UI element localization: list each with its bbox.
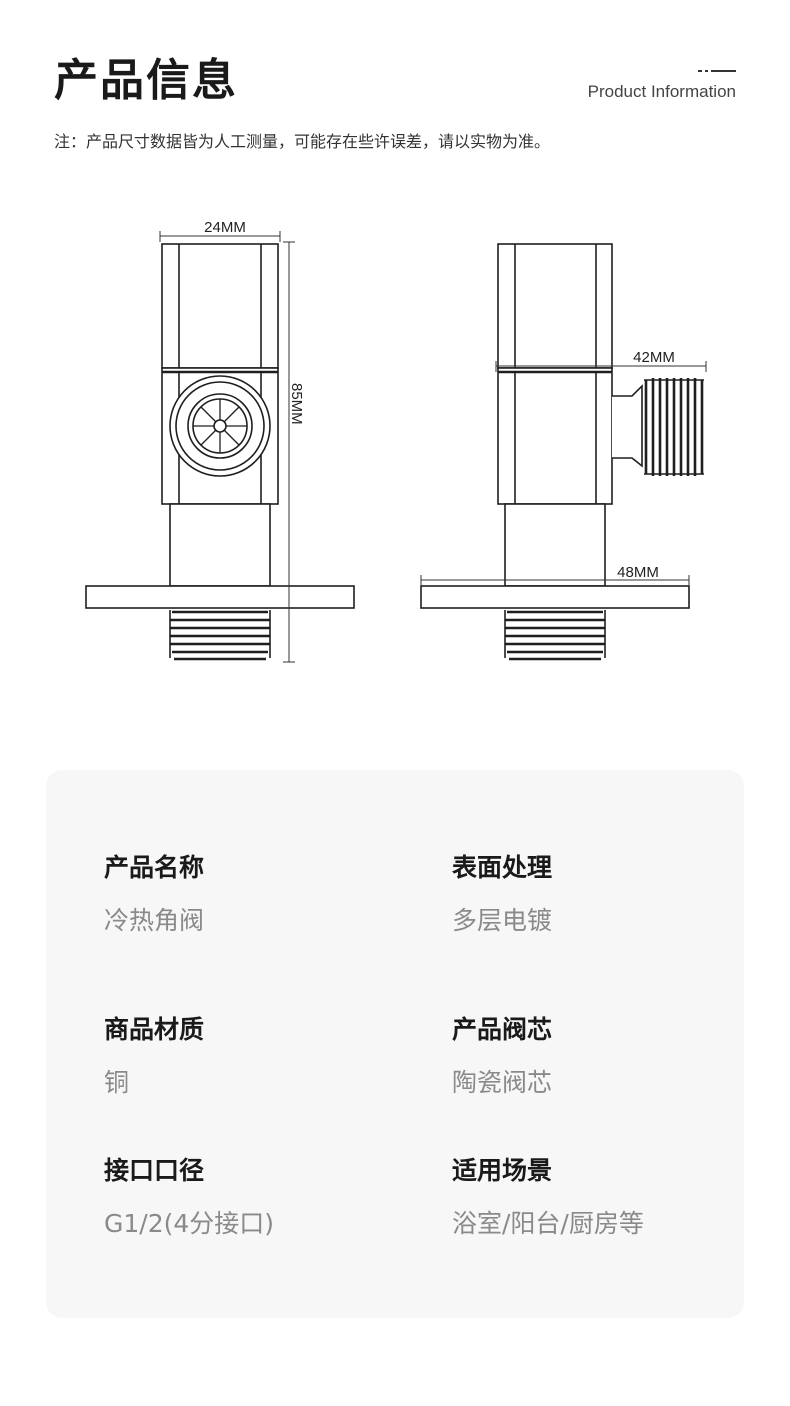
spec-surface-treatment: 表面处理 多层电镀: [452, 848, 552, 937]
side-view-valve: [420, 243, 704, 661]
spec-card: [46, 770, 744, 1318]
spec-label: 适用场景: [452, 1156, 553, 1185]
spec-value: 多层电镀: [452, 906, 553, 935]
spec-label: 表面处理: [452, 853, 553, 882]
title-decoration: [698, 70, 736, 72]
dim-outlet-length: 42MM: [633, 349, 675, 366]
spec-label: 产品阀芯: [452, 1015, 553, 1044]
technical-drawing: 24MM 85MM 42MM 48MM: [85, 219, 707, 663]
spec-value: 浴室/阳台/厨房等: [452, 1209, 644, 1238]
spec-value: 铜: [104, 1068, 130, 1097]
spec-product-name: 产品名称 冷热角阀: [104, 848, 204, 937]
spec-material: 商品材质 铜: [104, 1010, 204, 1099]
page-subtitle-en: Product Information: [587, 82, 736, 101]
spec-valve-core: 产品阀芯 陶瓷阀芯: [452, 1010, 552, 1099]
spec-value: 冷热角阀: [104, 906, 205, 935]
dim-flange-width: 48MM: [617, 564, 659, 581]
spec-value: G1/2(4分接口): [104, 1209, 275, 1238]
spec-interface-size: 接口口径 G1/2(4分接口): [104, 1151, 274, 1240]
front-view-valve: [85, 243, 355, 661]
spec-label: 接口口径: [104, 1156, 205, 1185]
spec-label: 产品名称: [104, 853, 205, 882]
page-title: 产品信息: [54, 55, 238, 106]
dim-width-top: 24MM: [204, 219, 246, 236]
spec-label: 商品材质: [104, 1015, 205, 1044]
dim-height: 85MM: [288, 383, 305, 425]
spec-application: 适用场景 浴室/阳台/厨房等: [452, 1151, 644, 1240]
spec-value: 陶瓷阀芯: [452, 1068, 553, 1097]
measurement-note: 注：产品尺寸数据皆为人工测量，可能存在些许误差，请以实物为准。: [54, 132, 551, 151]
